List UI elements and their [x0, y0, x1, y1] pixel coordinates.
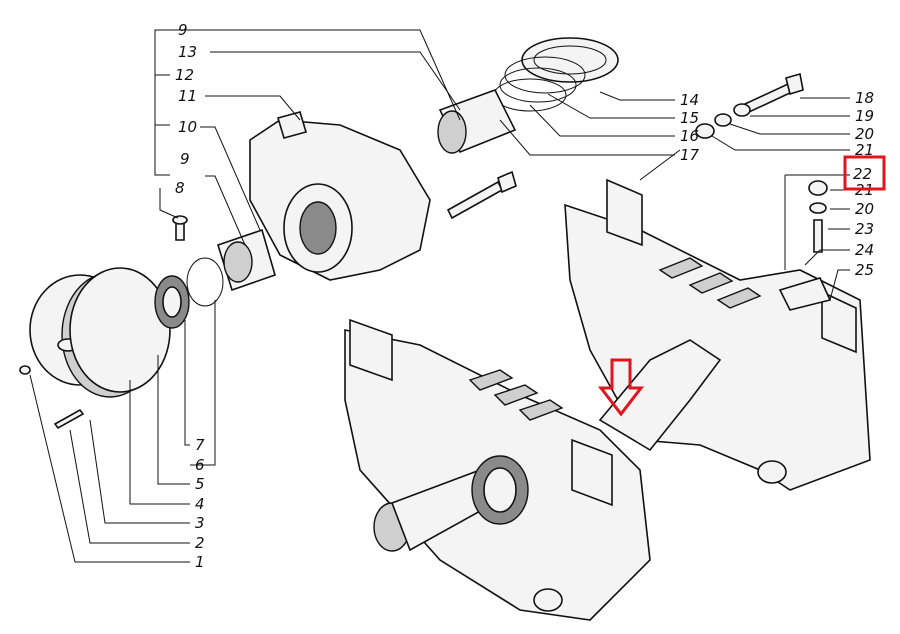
bolt-23 — [813, 219, 823, 253]
label-20-lower: 20 — [855, 200, 874, 218]
label-2: 2 — [195, 534, 205, 552]
label-12: 12 — [175, 66, 194, 84]
label-21: 21 — [855, 141, 874, 159]
seal-ring — [154, 275, 190, 329]
washer-19 — [733, 103, 751, 117]
screw-2 — [53, 408, 85, 430]
label-15: 15 — [680, 109, 699, 127]
snap-ring — [186, 257, 224, 307]
highlight-arrow — [597, 358, 645, 417]
label-5: 5 — [195, 475, 205, 493]
highlight-box — [843, 155, 886, 191]
label-19: 19 — [855, 107, 874, 125]
axle-housing — [344, 178, 871, 621]
label-7: 7 — [195, 436, 205, 454]
label-17: 17 — [680, 146, 700, 164]
nut-21-lower — [808, 180, 828, 196]
bolt-long — [446, 170, 517, 220]
steering-knuckle — [249, 111, 431, 281]
washer-20 — [714, 113, 732, 127]
label-22: 22 — [853, 165, 872, 183]
label-3: 3 — [195, 514, 205, 532]
label-16: 16 — [680, 127, 699, 145]
label-1: 1 — [195, 553, 205, 571]
label-11: 11 — [178, 87, 197, 105]
bushing-top — [437, 89, 517, 154]
label-14: 14 — [680, 91, 699, 109]
bolt-18 — [743, 72, 804, 114]
label-25: 25 — [855, 261, 874, 279]
bolt-8 — [172, 215, 188, 241]
label-4: 4 — [195, 495, 205, 513]
label-24: 24 — [855, 241, 874, 259]
screw-1 — [19, 365, 31, 375]
brake-drum — [69, 267, 171, 393]
label-9: 9 — [180, 150, 190, 168]
spring-seat — [521, 37, 619, 83]
leader-lines — [29, 29, 850, 563]
washer-20-lower — [809, 202, 827, 214]
label-9-top: 9 — [178, 21, 188, 39]
label-23: 23 — [855, 220, 874, 238]
bushing-left — [217, 228, 276, 292]
label-10: 10 — [178, 118, 197, 136]
label-20: 20 — [855, 125, 874, 143]
part-labels: 9 13 12 11 10 9 8 14 15 16 17 18 19 20 2… — [175, 21, 874, 571]
label-6: 6 — [195, 456, 205, 474]
label-18: 18 — [855, 89, 874, 107]
label-8: 8 — [175, 179, 185, 197]
nut-21 — [695, 123, 715, 139]
label-13: 13 — [178, 43, 197, 61]
